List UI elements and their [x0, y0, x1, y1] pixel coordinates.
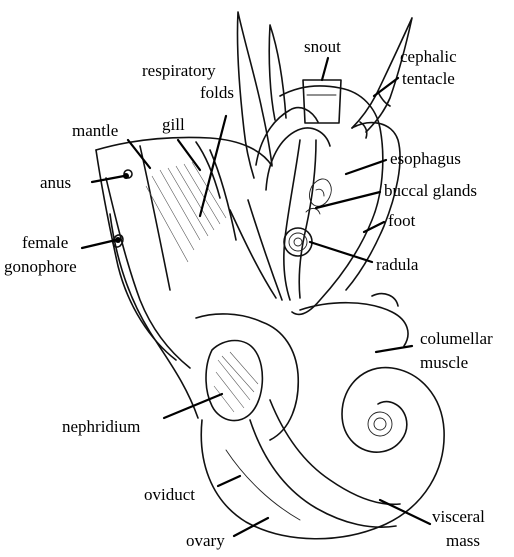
labels: snout cephalic tentacle respiratory fold… [4, 37, 493, 550]
label-anus: anus [40, 173, 71, 192]
label-respiratory-line2: folds [200, 83, 234, 102]
leader-oviduct [218, 476, 240, 486]
leader-lines [82, 58, 430, 536]
label-snout: snout [304, 37, 341, 56]
leader-mantle [128, 140, 150, 168]
label-female-line1: female [22, 233, 68, 252]
label-foot: foot [388, 211, 416, 230]
snail-body-drawing [96, 12, 444, 539]
leader-visceral [380, 500, 430, 524]
label-buccal-glands: buccal glands [384, 181, 477, 200]
label-respiratory-line1: respiratory [142, 61, 216, 80]
leader-anus [92, 176, 124, 182]
leader-gonophore [82, 240, 116, 248]
leader-ovary [234, 518, 268, 536]
label-esophagus: esophagus [390, 149, 461, 168]
leader-columellar [376, 346, 412, 352]
label-female-line2: gonophore [4, 257, 77, 276]
label-columellar-line2: muscle [420, 353, 468, 372]
label-oviduct: oviduct [144, 485, 195, 504]
leader-radula [310, 242, 372, 262]
label-visceral-line1: visceral [432, 507, 485, 526]
leader-respiratory [200, 116, 226, 216]
leader-esophagus [346, 160, 386, 174]
label-radula: radula [376, 255, 419, 274]
label-ovary: ovary [186, 531, 225, 550]
label-gill: gill [162, 115, 185, 134]
label-cephalic-line2: tentacle [402, 69, 455, 88]
leader-foot [364, 222, 384, 232]
label-visceral-line2: mass [446, 531, 480, 550]
label-nephridium: nephridium [62, 417, 140, 436]
label-cephalic-line1: cephalic [400, 47, 457, 66]
leader-gill [178, 140, 200, 170]
label-columellar-line1: columellar [420, 329, 493, 348]
label-mantle: mantle [72, 121, 118, 140]
leader-buccal [316, 192, 380, 208]
leader-snout [322, 58, 328, 80]
leader-nephridium [164, 394, 222, 418]
